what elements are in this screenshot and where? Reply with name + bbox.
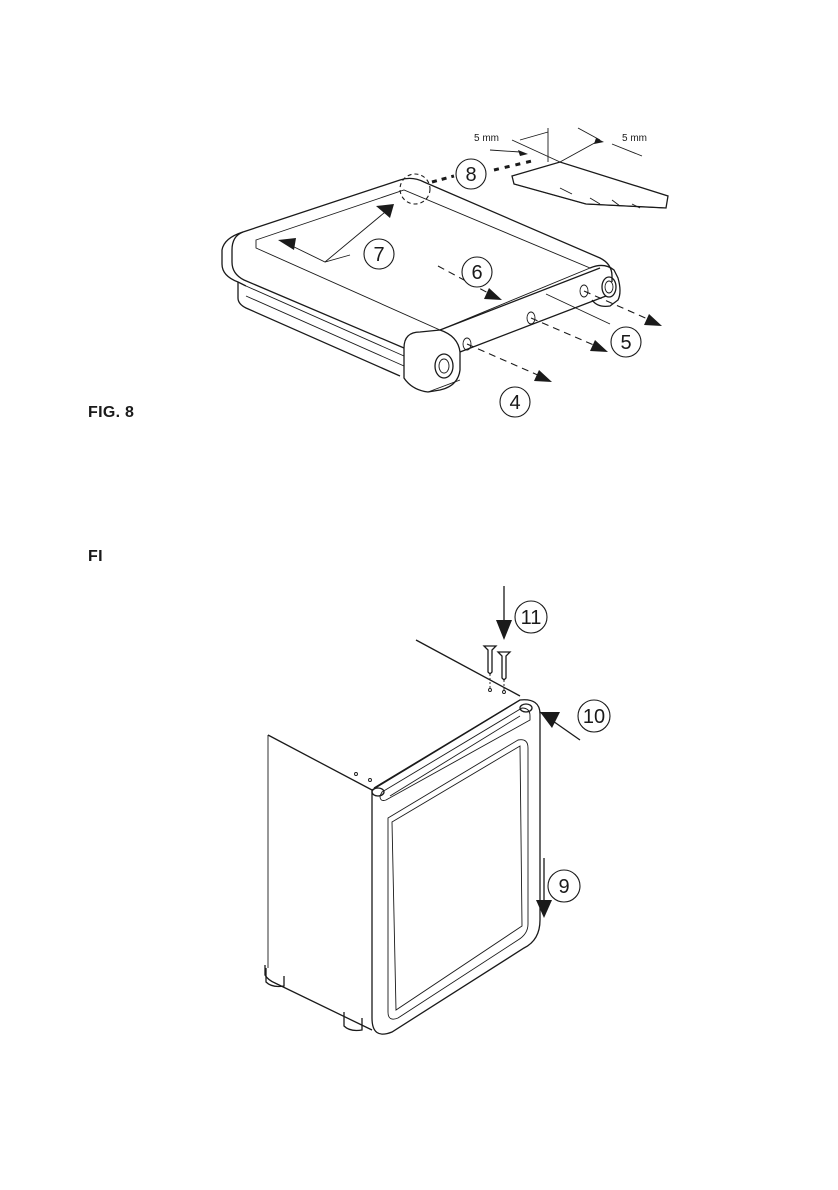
fig8-callout-7: 7 (364, 239, 394, 269)
fig9-callout-10-text: 10 (583, 706, 605, 728)
fig8-callout-4: 4 (500, 387, 530, 417)
fig8-callout-4-text: 4 (509, 392, 520, 414)
fig8-dimension-left: 5 mm (474, 133, 499, 144)
fig9-callout-11-text: 11 (521, 607, 542, 629)
fig8-callout-8-text: 8 (465, 164, 476, 186)
fig9-cabinet (265, 640, 540, 1034)
fig9-callout-9: 9 (548, 870, 580, 902)
fig8-callout-7-text: 7 (373, 244, 384, 266)
fig8-callout-5-text: 5 (620, 332, 631, 354)
fig8-callout-6: 6 (462, 257, 492, 287)
fig8-callout-6-text: 6 (471, 262, 482, 284)
fig9-callout-9-text: 9 (558, 876, 569, 898)
fig8-dimension-right: 5 mm (622, 133, 647, 144)
fig8-callout-5: 5 (611, 327, 641, 357)
fig8-door-panel (222, 174, 620, 392)
fig8-detail: 5 mm 5 mm (474, 128, 668, 208)
fig9-arrows (496, 586, 580, 918)
fig9-callout-11: 11 (515, 601, 547, 633)
fig8-callout-8: 8 (456, 159, 486, 189)
fig9-callout-10: 10 (578, 700, 610, 732)
